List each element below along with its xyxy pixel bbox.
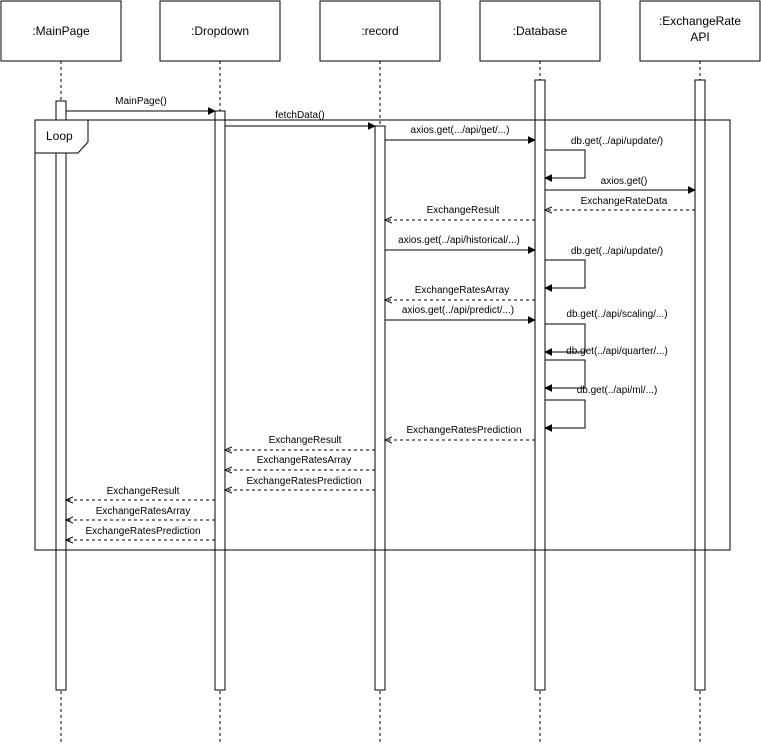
message-m7: ExchangeResult — [385, 205, 535, 220]
message-m17: ExchangeRatesArray — [225, 455, 375, 470]
participant-label: :ExchangeRate — [659, 14, 741, 28]
message-m21: ExchangeRatesPrediction — [66, 526, 215, 540]
message-m13: db.get(../api/quarter/...) — [544, 346, 668, 392]
message-label: fetchData() — [275, 110, 324, 121]
message-label: ExchangeResult — [107, 486, 180, 497]
message-label: db.get(../api/update/) — [571, 136, 663, 147]
message-m20: ExchangeRatesArray — [66, 506, 215, 520]
loop-label: Loop — [46, 129, 73, 143]
message-label: ExchangeRatesPrediction — [246, 476, 361, 487]
message-label: ExchangeRatesArray — [96, 506, 191, 517]
message-m15: ExchangeRatesPrediction — [385, 425, 535, 440]
message-m18: ExchangeRatesPrediction — [225, 476, 375, 490]
message-label: ExchangeResult — [427, 205, 500, 216]
message-m4: db.get(../api/update/) — [544, 136, 663, 182]
participant-label: :Dropdown — [191, 24, 249, 38]
message-label: db.get(../api/quarter/...) — [566, 346, 668, 357]
message-label: db.get(../api/scaling/...) — [566, 309, 667, 320]
message-label: axios.get(.../api/get/...) — [411, 125, 510, 136]
participant-database: :Database — [479, 0, 601, 62]
message-label: axios.get(../api/historical/...) — [398, 235, 520, 246]
message-label: axios.get(../api/predict/...) — [402, 305, 514, 316]
activation-mainpage — [55, 100, 67, 691]
participant-mainpage: :MainPage — [0, 0, 122, 62]
message-m3: axios.get(.../api/get/...) — [385, 125, 536, 144]
message-m12: db.get(../api/scaling/...) — [544, 309, 668, 356]
participant-dropdown: :Dropdown — [159, 0, 281, 62]
message-label: ExchangeRatesArray — [257, 455, 352, 466]
message-label: MainPage() — [115, 96, 167, 107]
message-label: ExchangeResult — [269, 435, 342, 446]
participant-record: :record — [319, 0, 441, 62]
message-label: axios.get() — [601, 176, 648, 187]
message-m14: db.get(../api/ml/...) — [544, 385, 658, 432]
message-label: ExchangeRatesPrediction — [85, 526, 200, 537]
activation-dropdown — [214, 110, 226, 691]
message-label: ExchangeRatesArray — [415, 285, 510, 296]
participant-label: :record — [361, 24, 398, 38]
participant-label: :Database — [513, 24, 568, 38]
message-label: db.get(../api/update/) — [571, 246, 663, 257]
message-m9: db.get(../api/update/) — [544, 246, 663, 292]
message-m5: axios.get() — [545, 176, 696, 194]
activation-api — [694, 79, 706, 691]
message-label: ExchangeRateData — [581, 196, 668, 207]
message-label: ExchangeRatesPrediction — [406, 425, 521, 436]
message-m10: ExchangeRatesArray — [385, 285, 535, 300]
message-m1: MainPage() — [66, 96, 216, 115]
participant-exchangerate-api: :ExchangeRate API — [639, 0, 761, 62]
participant-label: :MainPage — [32, 24, 90, 38]
loop-fragment: Loop — [34, 119, 731, 551]
participant-label-line2: API — [690, 30, 709, 44]
message-m11: axios.get(../api/predict/...) — [385, 305, 536, 324]
message-m6: ExchangeRateData — [545, 196, 695, 210]
activation-database — [534, 79, 546, 691]
message-m16: ExchangeResult — [225, 435, 375, 450]
message-m2: fetchData() — [225, 110, 376, 130]
activation-record — [374, 125, 386, 691]
message-label: db.get(../api/ml/...) — [577, 385, 658, 396]
message-m8: axios.get(../api/historical/...) — [385, 235, 536, 254]
message-m19: ExchangeResult — [66, 486, 215, 500]
